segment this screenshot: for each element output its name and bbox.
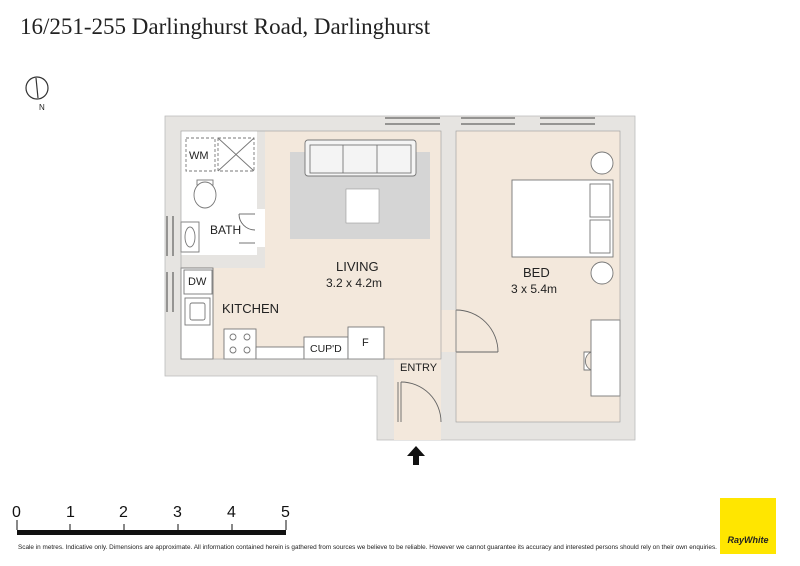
scale-tick-3: 3 bbox=[173, 504, 182, 521]
dw-label: DW bbox=[188, 276, 207, 288]
fridge-label: F bbox=[362, 337, 369, 349]
bed-dims: 3 x 5.4m bbox=[511, 282, 557, 296]
living-label: LIVING bbox=[336, 259, 379, 274]
bath-label: BATH bbox=[210, 223, 241, 237]
bath-door bbox=[238, 213, 256, 244]
left-windows bbox=[166, 216, 174, 312]
desk bbox=[583, 319, 621, 397]
wall-outlines bbox=[180, 130, 621, 423]
brand-label: RayWhite bbox=[727, 535, 769, 545]
raywhite-logo: RayWhite bbox=[720, 498, 776, 554]
scale-tick-1: 1 bbox=[66, 504, 75, 521]
entry-label: ENTRY bbox=[400, 362, 438, 374]
entry-door bbox=[397, 381, 442, 423]
scale-tick-2: 2 bbox=[119, 504, 128, 521]
coffee-table bbox=[345, 188, 380, 224]
compass-north-label: N bbox=[39, 103, 45, 112]
compass-icon: N bbox=[25, 76, 49, 112]
cupboard-label: CUP'D bbox=[310, 343, 342, 355]
scale-tick-5: 5 bbox=[281, 504, 290, 521]
bedside-tables bbox=[590, 151, 614, 285]
living-dims: 3.2 x 4.2m bbox=[326, 276, 382, 290]
bed bbox=[511, 179, 614, 258]
scale-tick-4: 4 bbox=[227, 504, 236, 521]
bath-fixtures bbox=[180, 137, 255, 253]
top-windows bbox=[385, 117, 595, 125]
entry-arrow-icon bbox=[407, 446, 425, 465]
disclaimer-text: Scale in metres. Indicative only. Dimens… bbox=[18, 544, 717, 551]
bed-label: BED bbox=[523, 265, 550, 280]
page-title: 16/251-255 Darlinghurst Road, Darlinghur… bbox=[20, 14, 431, 39]
scale-tick-0: 0 bbox=[12, 504, 21, 521]
kitchen-fixtures bbox=[180, 267, 385, 360]
sofa bbox=[304, 139, 417, 177]
wm-label: WM bbox=[189, 150, 209, 162]
kitchen-label: KITCHEN bbox=[222, 301, 279, 316]
scale-bar: 0 1 2 3 4 5 bbox=[12, 504, 290, 535]
